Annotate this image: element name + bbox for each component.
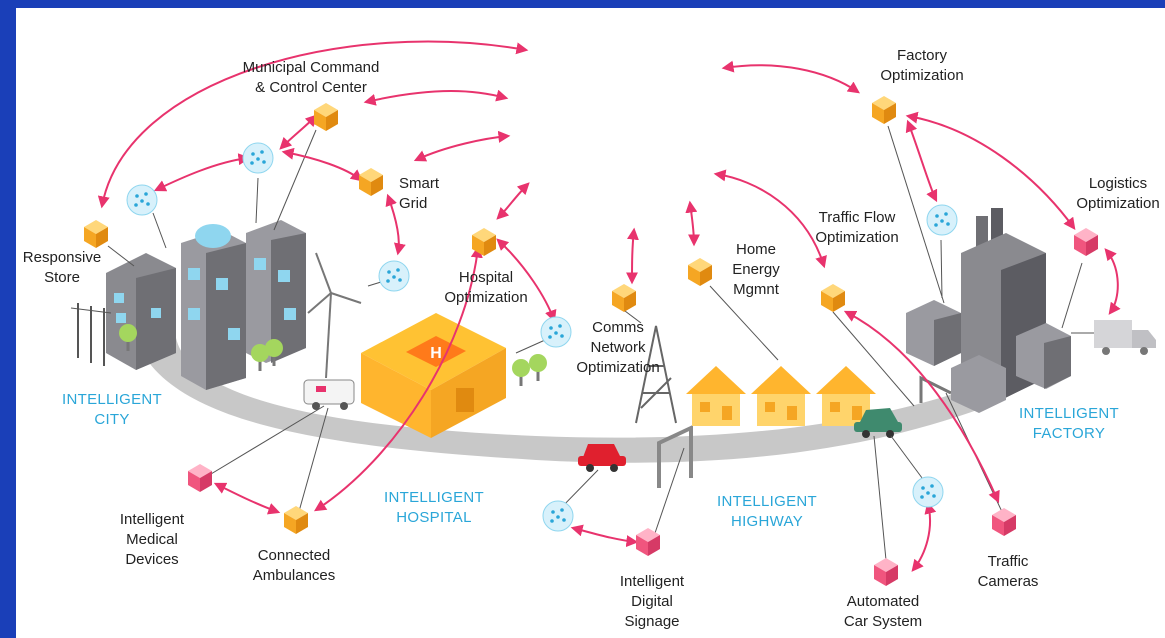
cube-icon bbox=[872, 96, 896, 124]
truck-icon bbox=[1094, 320, 1156, 355]
zone-intelligent-factory: INTELLIGENT FACTORY bbox=[1019, 405, 1119, 442]
house-icon bbox=[686, 366, 746, 426]
label-hospital-optimization: Hospital Optimization bbox=[444, 269, 528, 306]
ambulance-icon bbox=[303, 379, 355, 410]
hospital-sign-icon: H bbox=[430, 345, 442, 362]
label-traffic-cameras: Traffic Cameras bbox=[977, 553, 1039, 590]
label-municipal-command: Municipal Command & Control Center bbox=[242, 59, 380, 96]
hospital-building: H bbox=[361, 313, 506, 438]
cube-icon bbox=[359, 168, 383, 196]
sign-gantry-icon bbox=[657, 424, 693, 488]
cell-tower-icon bbox=[635, 325, 677, 424]
tree-icon bbox=[512, 359, 530, 386]
network-node-icon bbox=[926, 204, 958, 236]
zone-intelligent-city: INTELLIGENT CITY bbox=[62, 391, 162, 428]
label-comms-network: Comms Network Optimization bbox=[576, 319, 660, 376]
network-node-icon bbox=[912, 476, 944, 508]
cube-icon bbox=[874, 558, 898, 586]
label-traffic-flow: Traffic Flow Optimization bbox=[815, 209, 899, 246]
label-digital-signage: Intelligent Digital Signage bbox=[619, 573, 685, 630]
house-icon bbox=[751, 366, 811, 426]
cube-icon bbox=[84, 220, 108, 248]
wind-turbine bbox=[307, 252, 362, 379]
diagram-canvas: H bbox=[16, 8, 1165, 638]
label-factory-optimization: Factory Optimization bbox=[880, 47, 964, 84]
label-medical-devices: Intelligent Medical Devices bbox=[119, 511, 185, 568]
zone-intelligent-highway: INTELLIGENT HIGHWAY bbox=[717, 493, 817, 530]
network-node-icon bbox=[126, 184, 158, 216]
city-buildings bbox=[70, 220, 306, 390]
cube-icon bbox=[188, 464, 212, 492]
cube-icon bbox=[636, 528, 660, 556]
label-smart-grid: Smart Grid bbox=[399, 175, 440, 212]
label-home-energy: Home Energy Mgmnt bbox=[732, 241, 780, 298]
arrows bbox=[97, 40, 1121, 572]
cube-icon bbox=[472, 228, 496, 256]
red-car-icon bbox=[578, 444, 626, 472]
label-automated-car: Automated Car System bbox=[843, 593, 923, 630]
cube-icon bbox=[1074, 228, 1098, 256]
cube-icon bbox=[612, 284, 636, 312]
cube-icon bbox=[688, 258, 712, 286]
label-responsive-store: Responsive Store bbox=[22, 249, 102, 286]
zone-intelligent-hospital: INTELLIGENT HOSPITAL bbox=[384, 489, 484, 526]
label-logistics-optimization: Logistics Optimization bbox=[1076, 175, 1160, 212]
network-node-icon bbox=[542, 500, 574, 532]
tree-icon bbox=[529, 354, 547, 381]
network-node-icon bbox=[378, 260, 410, 292]
cube-icon bbox=[821, 284, 845, 312]
label-connected-ambulances: Connected Ambulances bbox=[252, 547, 336, 584]
cube-icon bbox=[992, 508, 1016, 536]
network-node-icon bbox=[242, 142, 274, 174]
cube-icon bbox=[284, 506, 308, 534]
cube-icon bbox=[314, 103, 338, 131]
smart-city-diagram: H bbox=[70, 40, 1156, 586]
